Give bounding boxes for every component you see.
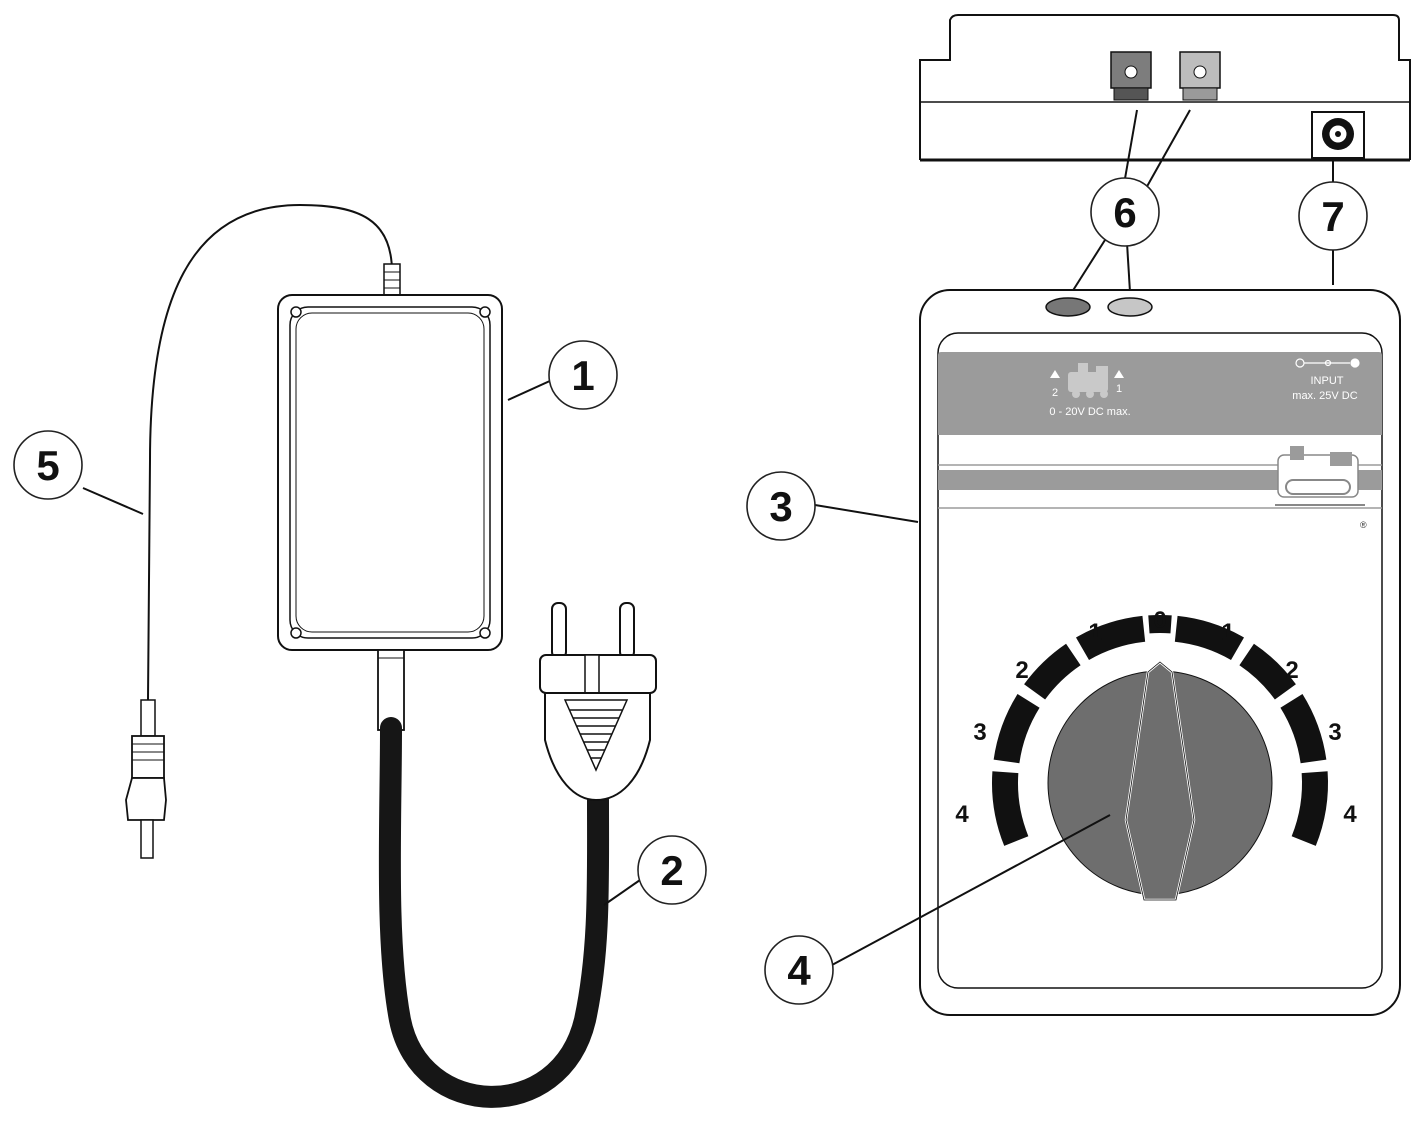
input-socket	[1311, 111, 1365, 159]
polarity-symbol-icon	[1295, 358, 1360, 368]
input-label: INPUT	[1311, 375, 1344, 387]
leader-5	[82, 487, 144, 515]
output-cable	[147, 203, 393, 701]
registered-mark: ®	[1360, 520, 1367, 530]
dial-left-1: 1	[1088, 619, 1101, 646]
locomotive-icon	[1068, 363, 1108, 398]
leader-1	[507, 379, 553, 401]
socket-2	[1045, 297, 1091, 317]
input-rating: max. 25V DC	[1292, 390, 1357, 402]
dial-left-4: 4	[955, 801, 969, 828]
controller-front: 2 1 0 - 20V DC max. INPUT max. 25V DC	[919, 289, 1401, 1016]
cable-strain-relief-top	[383, 263, 401, 299]
arrow-up-left-icon	[1050, 370, 1060, 378]
svg-text:7: 7	[1321, 193, 1344, 240]
scale-segment	[1024, 643, 1081, 700]
track-left-label: 2	[1052, 387, 1058, 399]
controller-back-view	[919, 14, 1411, 162]
brand-logo-locomotive	[1275, 446, 1365, 506]
scale-segment	[992, 771, 1029, 846]
callout-6: 6	[1090, 177, 1160, 247]
scale-segment	[1291, 771, 1328, 846]
mains-cable	[378, 717, 610, 1108]
track-terminals	[1110, 51, 1221, 101]
leader-6b	[1144, 109, 1191, 191]
leader-6a	[1122, 109, 1138, 191]
svg-text:3: 3	[769, 483, 792, 530]
euro-plug	[539, 602, 657, 802]
callout-1: 1	[548, 340, 618, 410]
svg-text:4: 4	[787, 947, 811, 994]
svg-text:1: 1	[571, 352, 594, 399]
dial-center-0: 0	[1153, 607, 1166, 634]
dial-left-3: 3	[973, 719, 986, 746]
scale-segment	[1076, 615, 1146, 661]
callout-5: 5	[13, 430, 83, 500]
transformer-box	[277, 294, 503, 651]
mains-cable-grommet	[377, 649, 405, 731]
leader-2	[603, 879, 641, 906]
dial-right-4: 4	[1343, 801, 1357, 828]
output-rating-label: 0 - 20V DC max.	[1049, 406, 1130, 418]
socket-1	[1107, 297, 1153, 317]
label-panel	[938, 352, 1382, 435]
decor-stripe	[938, 470, 1382, 490]
power-supply-group	[82, 203, 657, 1108]
callout-3: 3	[746, 471, 816, 541]
leader-6d	[1126, 242, 1131, 293]
dc-plug	[125, 699, 167, 859]
svg-text:6: 6	[1113, 189, 1136, 236]
callout-2: 2	[637, 835, 707, 905]
scale-segment	[1280, 693, 1327, 764]
scale-segment-center	[1148, 614, 1172, 634]
dial-right-1: 1	[1221, 619, 1234, 646]
leader-3	[814, 504, 919, 523]
scale-segment	[993, 693, 1040, 764]
arrow-up-right-icon	[1114, 370, 1124, 378]
scale-segment	[1174, 615, 1244, 661]
dial-right-3: 3	[1328, 719, 1341, 746]
leader-4	[831, 814, 1111, 966]
dial-right-2: 2	[1285, 657, 1298, 684]
leader-6c	[1071, 239, 1106, 293]
scale-segment	[1239, 643, 1296, 700]
svg-text:5: 5	[36, 442, 59, 489]
dial-left-2: 2	[1015, 657, 1028, 684]
speed-scale	[992, 614, 1328, 846]
svg-text:2: 2	[660, 847, 683, 894]
controller-group: 2 1 0 - 20V DC max. INPUT max. 25V DC	[814, 14, 1411, 1016]
callout-7: 7	[1298, 181, 1368, 251]
track-right-label: 1	[1116, 383, 1122, 395]
callout-4: 4	[764, 935, 834, 1005]
